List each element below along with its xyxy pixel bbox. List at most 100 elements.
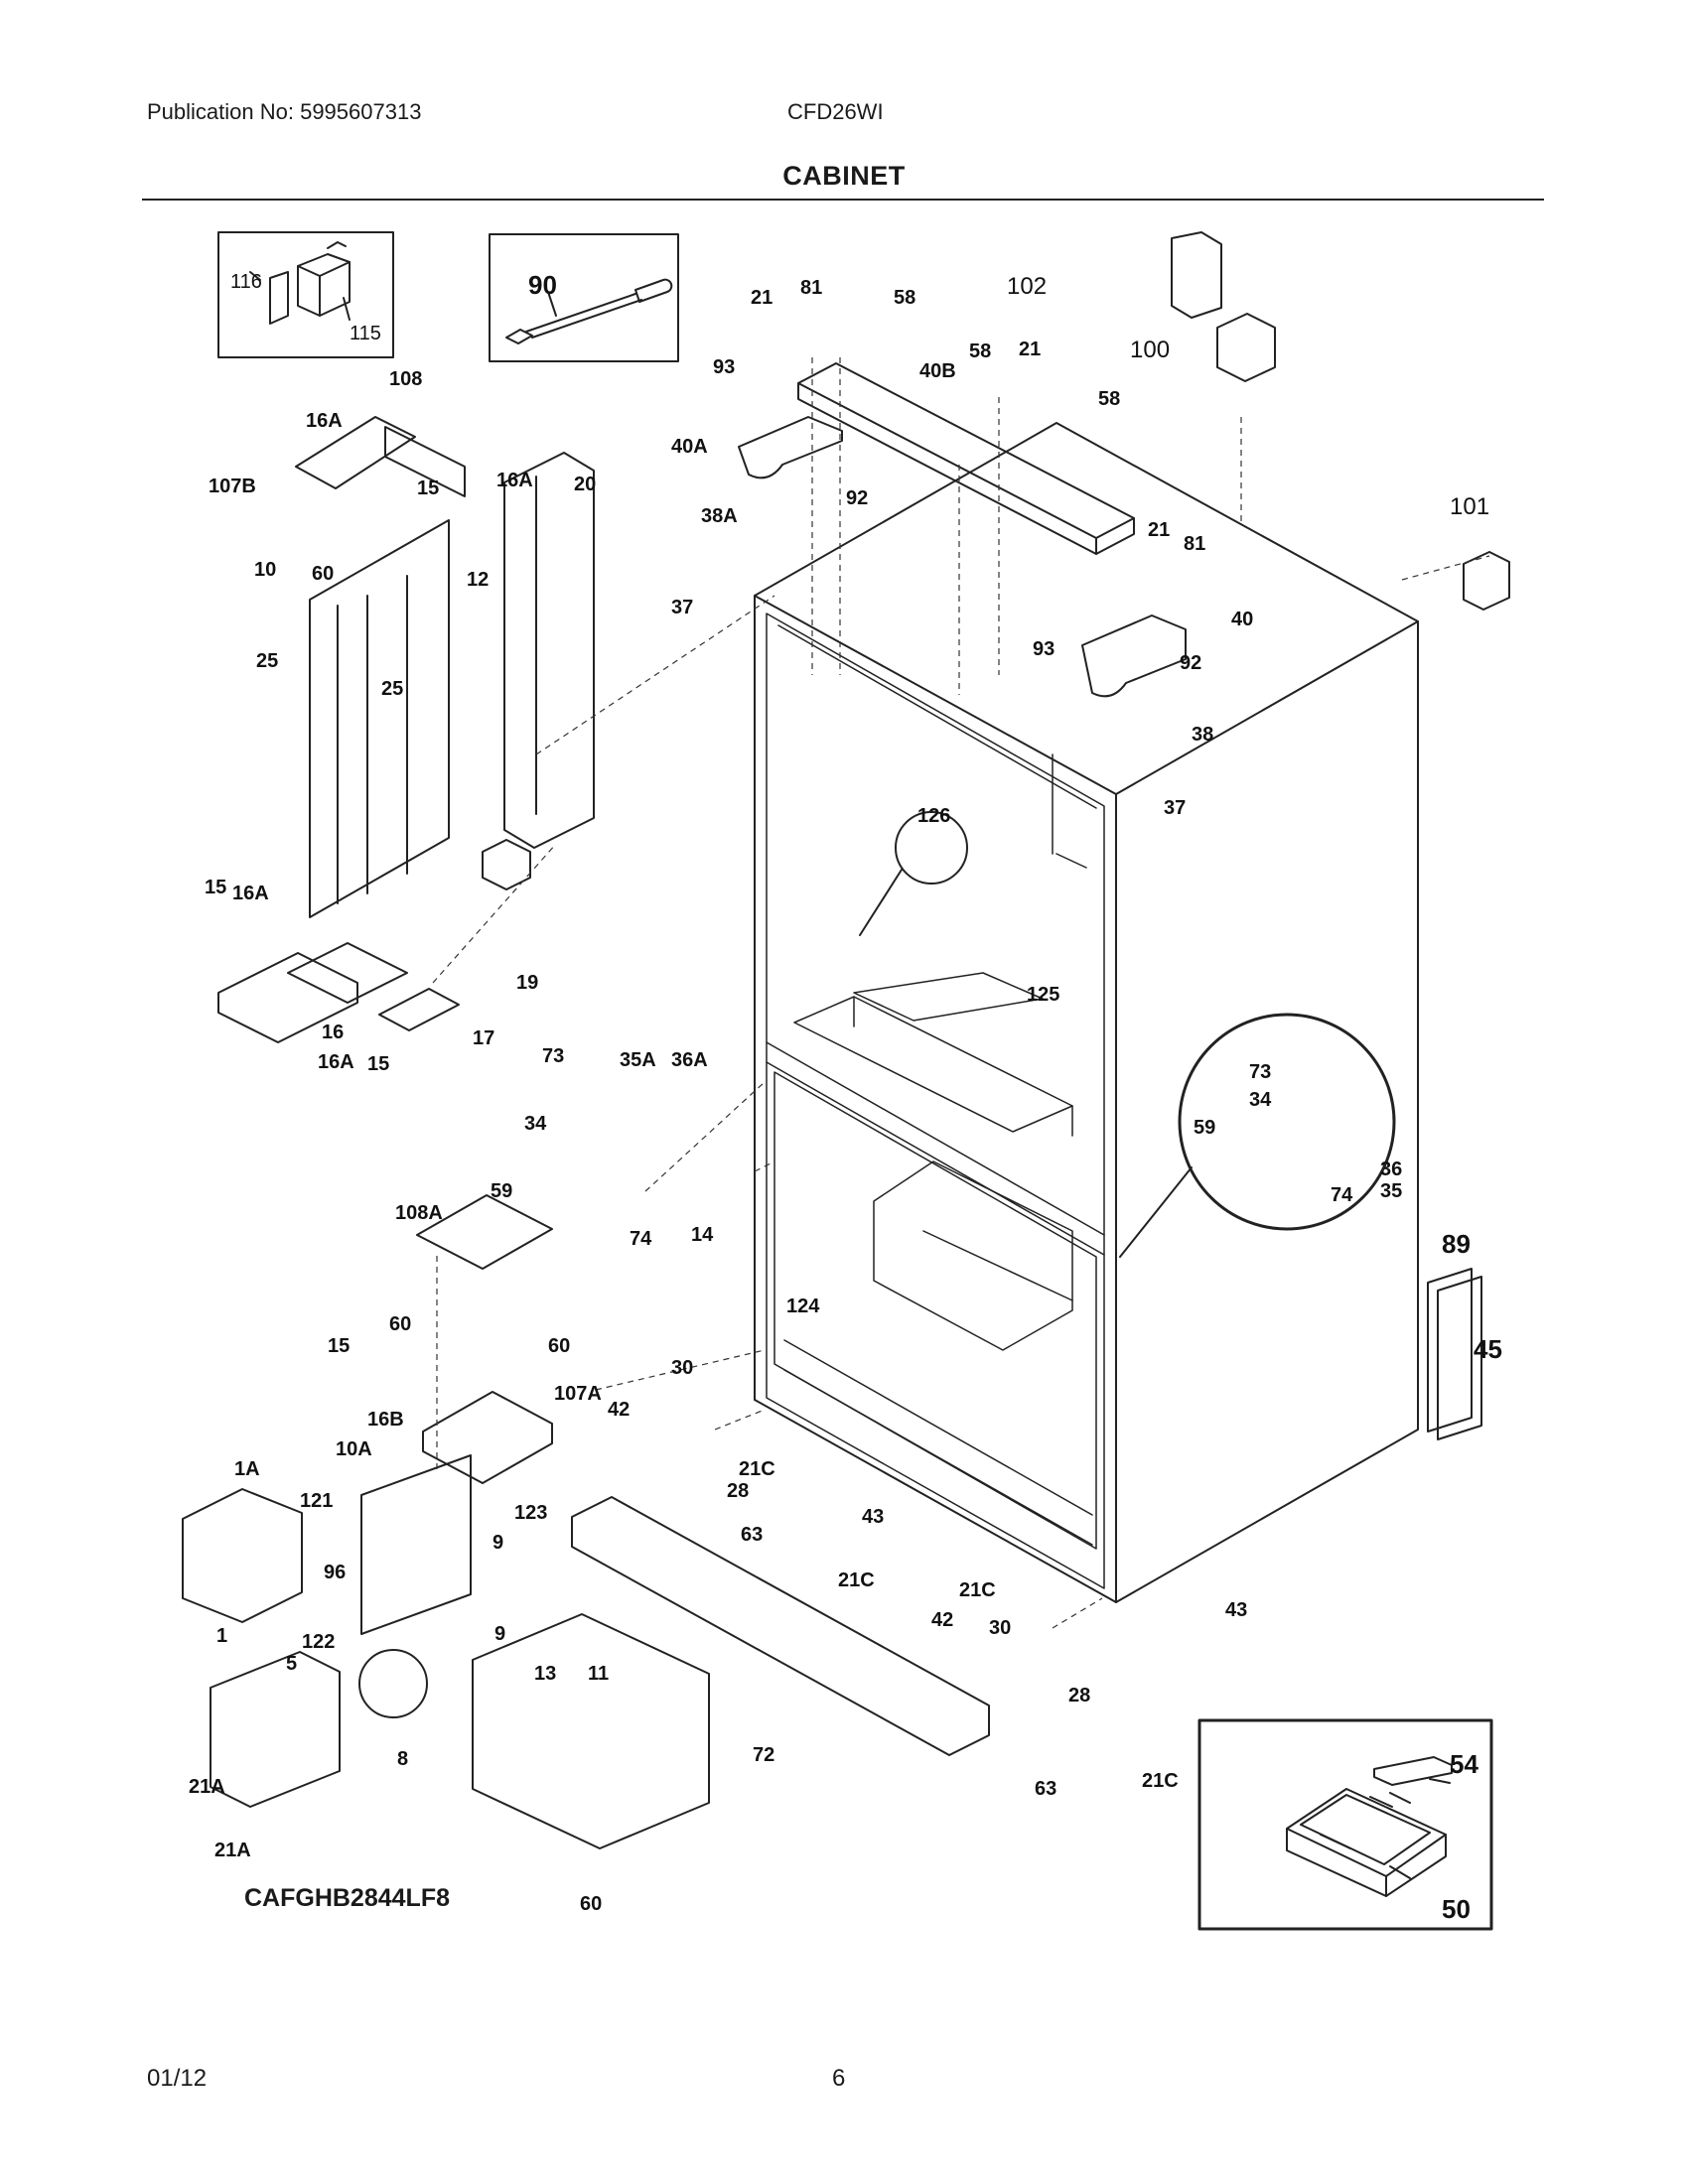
part-10A-shape (360, 1454, 472, 1635)
callout-30: 30 (671, 1357, 693, 1379)
callout-42: 42 (608, 1399, 630, 1421)
callout-74: 74 (1331, 1184, 1353, 1206)
callout-121: 121 (300, 1490, 333, 1512)
callout-21: 21 (751, 287, 773, 309)
callout-72: 72 (753, 1744, 774, 1766)
callout-10A: 10A (336, 1438, 372, 1460)
callout-63: 63 (741, 1524, 763, 1546)
callout-50: 50 (1442, 1894, 1471, 1924)
callout-21C: 21C (959, 1579, 996, 1601)
callout-34: 34 (524, 1113, 547, 1135)
callout-58: 58 (1098, 388, 1120, 410)
hinge-40A-part (738, 416, 843, 479)
callout-19: 19 (516, 972, 538, 994)
inset-box-90 (489, 233, 679, 362)
callout-100: 100 (1130, 337, 1170, 363)
callout-81: 81 (1184, 533, 1205, 555)
callout-73: 73 (1249, 1061, 1271, 1083)
section-title: CABINET (782, 161, 906, 191)
cabinet-shell (754, 422, 1419, 1603)
callout-96: 96 (324, 1562, 346, 1583)
callout-17: 17 (473, 1027, 494, 1049)
callout-16A: 16A (318, 1051, 354, 1073)
probe-tool-part (505, 278, 673, 344)
callout-11: 11 (588, 1663, 609, 1685)
panel-89-shape (1427, 1268, 1473, 1433)
callout-21A: 21A (189, 1776, 225, 1798)
callout-28: 28 (727, 1480, 749, 1502)
callout-58: 58 (894, 287, 915, 309)
callout-5: 5 (286, 1653, 297, 1675)
panel-45-shape (1437, 1276, 1482, 1440)
callout-101: 101 (1450, 493, 1489, 520)
callout-35A: 35A (620, 1049, 656, 1071)
callout-30: 30 (989, 1617, 1011, 1639)
callout-16B: 16B (367, 1409, 404, 1431)
kickplate-72-shape (571, 1496, 990, 1756)
callout-36A: 36A (671, 1049, 708, 1071)
callout-15: 15 (328, 1335, 350, 1357)
callout-89: 89 (1442, 1229, 1471, 1259)
callout-1A: 1A (234, 1458, 260, 1480)
hinge-40-part (1081, 614, 1187, 698)
callout-16A: 16A (306, 410, 343, 432)
publication-number: Publication No: 5995607313 (147, 99, 422, 124)
control-box-part (1286, 1756, 1453, 1897)
callout-8: 8 (397, 1748, 408, 1770)
callout-21C: 21C (1142, 1770, 1179, 1792)
bracket-101-part (1463, 551, 1510, 611)
bracket-100-part (1216, 313, 1276, 382)
callout-21C: 21C (838, 1570, 875, 1591)
callout-9: 9 (494, 1623, 505, 1645)
callout-81: 81 (800, 277, 822, 299)
callout-21C: 21C (739, 1458, 775, 1480)
callout-9: 9 (492, 1532, 503, 1554)
back-panel-11-shape (472, 1613, 710, 1849)
top-hinge-bar-part (797, 362, 1135, 555)
callout-16A: 16A (496, 470, 533, 491)
callout-37: 37 (1164, 797, 1186, 819)
callout-16A: 16A (232, 883, 269, 904)
callout-35: 35 (1380, 1180, 1402, 1202)
detail-circle-hinge (1178, 1013, 1396, 1231)
part-107A-shape (422, 1391, 553, 1484)
callout-1: 1 (216, 1625, 227, 1647)
callout-10: 10 (254, 559, 276, 581)
callout-15: 15 (417, 478, 439, 499)
callout-92: 92 (846, 487, 868, 509)
callout-93: 93 (713, 356, 735, 378)
callout-54: 54 (1450, 1749, 1478, 1779)
callout-34: 34 (1249, 1089, 1272, 1111)
callout-37: 37 (671, 597, 693, 618)
callout-108A: 108A (395, 1202, 443, 1224)
callout-122: 122 (302, 1631, 335, 1653)
assembly-id: CAFGHB2844LF8 (244, 1884, 450, 1912)
callout-38A: 38A (701, 505, 738, 527)
condenser-fan-circle (358, 1649, 428, 1718)
callout-126: 126 (917, 805, 950, 827)
callout-45: 45 (1474, 1334, 1502, 1364)
callout-93: 93 (1033, 638, 1055, 660)
callout-73: 73 (542, 1045, 564, 1067)
callout-38: 38 (1192, 724, 1213, 746)
callout-16: 16 (322, 1022, 344, 1043)
bracket-102-part (1171, 231, 1222, 319)
callout-116: 116 (230, 271, 262, 293)
callout-43: 43 (1225, 1599, 1247, 1621)
model-number: CFD26WI (787, 99, 884, 124)
air-tower-assembly (217, 416, 595, 1043)
callout-20: 20 (574, 474, 596, 495)
callout-25: 25 (381, 678, 403, 700)
part-1A-shape (182, 1488, 303, 1623)
footer-date: 01/12 (147, 2065, 208, 2092)
inset-box-116-115 (217, 231, 394, 358)
callout-59: 59 (1194, 1117, 1215, 1139)
callout-43: 43 (862, 1506, 884, 1528)
callout-123: 123 (514, 1502, 547, 1524)
filter-housing-part (249, 241, 351, 325)
callout-12: 12 (467, 569, 489, 591)
callout-60: 60 (312, 563, 334, 585)
callout-124: 124 (786, 1296, 820, 1317)
callout-90: 90 (528, 270, 557, 300)
